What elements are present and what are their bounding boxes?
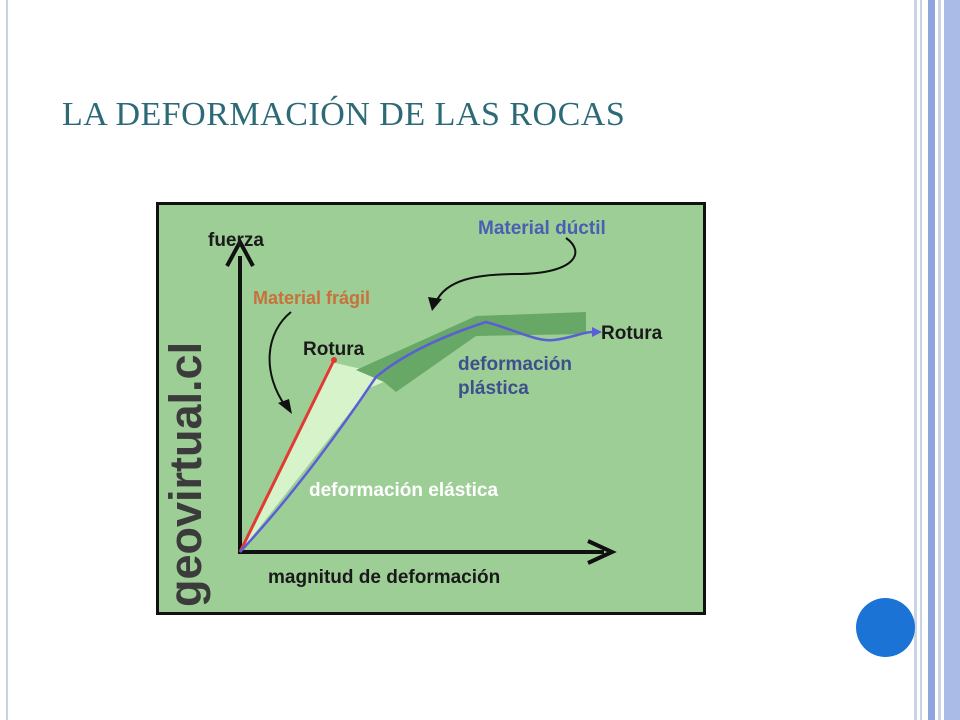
ductile-material-curve [239,320,593,553]
figure-background [156,202,706,615]
ductile-break-label: Rotura [601,323,663,344]
fragile-pointer-head [278,399,292,414]
slide-right-border [914,0,960,720]
x-axis-label: magnitud de deformación [268,567,500,588]
elastic-zone-label: deformación elástica [309,480,498,501]
y-axis-label: fuerza [208,230,264,251]
x-axis-arrow [587,539,617,565]
watermark-text: geovirtual.cl [160,342,211,607]
fragile-pointer [268,311,292,408]
elastic-deformation-zone [240,362,396,552]
diagram-canvas: geovirtual.cl fuerza magnitud de deforma… [156,202,706,615]
plastic-zone-label-line2: plástica [458,378,529,399]
plastic-deformation-zone [356,312,586,392]
fragile-break-point [331,357,337,363]
slide-left-border [6,0,8,720]
ductile-material-label: Material dúctil [478,218,606,239]
ductile-pointer [435,237,577,303]
decorative-circle [856,598,915,657]
ductile-break-point [592,327,602,337]
rock-deformation-diagram: geovirtual.cl fuerza magnitud de deforma… [156,202,706,615]
ductile-pointer-head [428,297,442,311]
fragile-material-label: Material frágil [253,288,370,308]
y-axis-arrow [225,237,255,267]
slide-title: LA DEFORMACIÓN DE LAS ROCAS [62,96,626,133]
plastic-zone-label-line1: deformación [458,354,572,375]
fragile-material-line [238,359,336,553]
fragile-break-label: Rotura [303,339,365,360]
